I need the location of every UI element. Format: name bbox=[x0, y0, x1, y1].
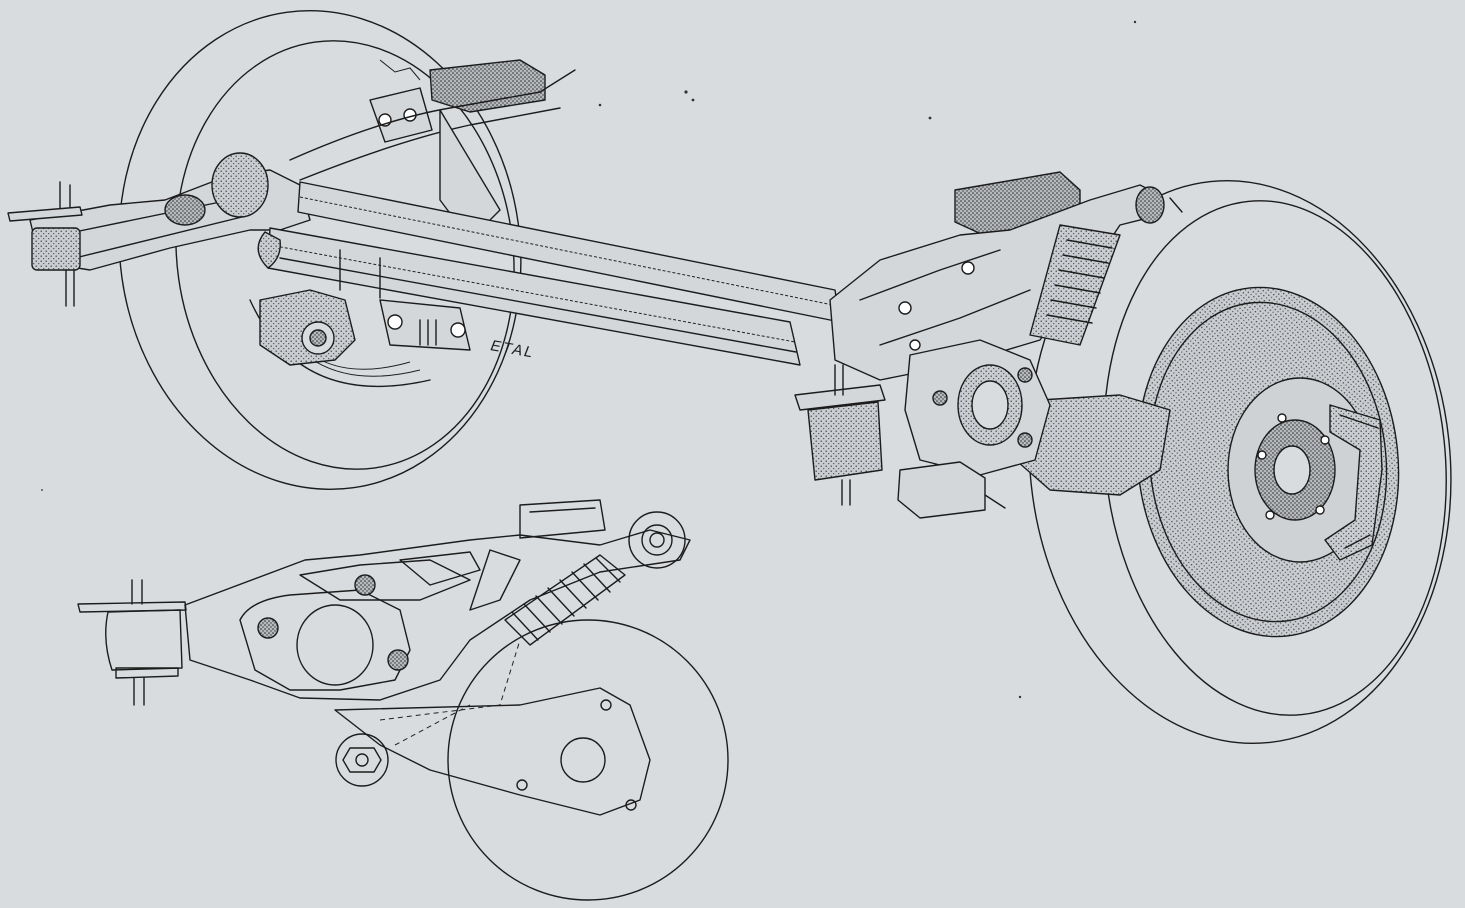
right-coil-spring bbox=[1029, 224, 1121, 346]
inset-lower-bushing bbox=[335, 733, 389, 787]
cross-tubes bbox=[257, 181, 841, 366]
right-hub-carrier bbox=[897, 339, 1171, 519]
inset-rubber-mount bbox=[77, 579, 187, 706]
right-wheel bbox=[1028, 179, 1452, 745]
left-lower-hub bbox=[259, 289, 471, 366]
left-upper-mount bbox=[289, 59, 576, 241]
right-trailing-arm bbox=[829, 171, 1183, 381]
scan-marks bbox=[41, 20, 1137, 699]
left-wheel bbox=[118, 10, 522, 490]
center-rubber-mount bbox=[794, 364, 886, 506]
brake-caliper bbox=[1324, 404, 1383, 561]
inset-eye-bushing bbox=[628, 511, 686, 569]
part-label-text: ETAL bbox=[489, 337, 536, 361]
inset-detail bbox=[77, 499, 729, 901]
inset-spring-boot bbox=[504, 554, 626, 646]
left-mounting-arm bbox=[7, 152, 311, 307]
